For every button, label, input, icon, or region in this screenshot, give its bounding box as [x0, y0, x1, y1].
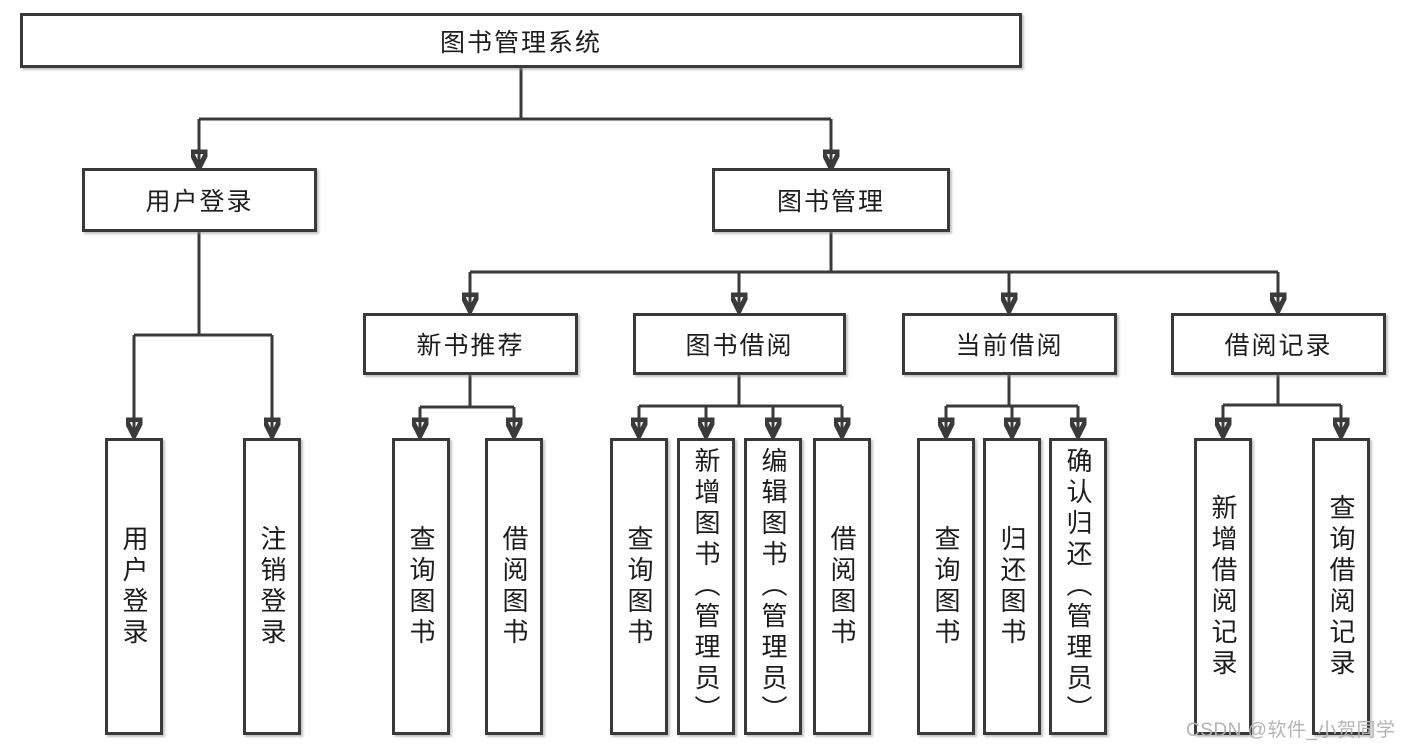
connector-newbook-to-leaves	[420, 375, 514, 432]
connector-mgmt-to-level3	[470, 232, 1278, 307]
leaf-query-book: 查询图书	[392, 438, 450, 735]
connector-root-to-level2	[199, 68, 831, 164]
leaf-user-login: 用户登录	[105, 438, 163, 735]
connector-login-to-leaves	[134, 232, 272, 432]
node-book-borrowing: 图书借阅	[633, 313, 846, 375]
leaf-edit-book-admin: 编辑图书（管理员）	[744, 438, 802, 735]
connector-record-to-leaves	[1223, 375, 1341, 432]
node-library-management-system: 图书管理系统	[20, 13, 1022, 68]
leaf-add-book-admin: 新增图书（管理员）	[677, 438, 735, 735]
leaf-add-borrow-record: 新增借阅记录	[1194, 438, 1252, 735]
leaf-borrow-book: 借阅图书	[485, 438, 543, 735]
leaf-query-book: 查询图书	[917, 438, 975, 735]
node-book-management: 图书管理	[712, 168, 950, 232]
connector-borrow-to-leaves	[639, 375, 842, 432]
node-new-book-recommend: 新书推荐	[363, 313, 578, 375]
csdn-watermark: CSDN @软件_小贺同学	[1186, 720, 1396, 741]
node-current-borrowing: 当前借阅	[902, 313, 1117, 375]
leaf-logout: 注销登录	[243, 438, 301, 735]
node-borrowing-records: 借阅记录	[1171, 313, 1386, 375]
leaf-confirm-return-admin: 确认归还（管理员）	[1049, 438, 1107, 735]
leaf-return-book: 归还图书	[983, 438, 1041, 735]
leaf-borrow-book: 借阅图书	[813, 438, 871, 735]
node-user-login: 用户登录	[82, 168, 317, 232]
connector-current-to-leaves	[946, 375, 1078, 432]
leaf-query-book: 查询图书	[610, 438, 668, 735]
leaf-query-borrow-record: 查询借阅记录	[1312, 438, 1370, 735]
